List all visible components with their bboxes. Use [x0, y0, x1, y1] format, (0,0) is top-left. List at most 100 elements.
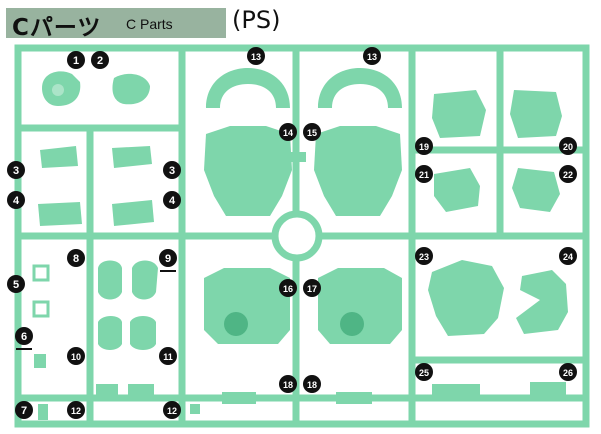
badge-number: 18 — [307, 380, 317, 390]
part-number-badge: 3 — [7, 161, 25, 179]
badge-circle — [415, 137, 433, 155]
part-number-badge: 23 — [415, 247, 433, 265]
part-number-badge: 10 — [67, 347, 85, 365]
badge-number: 12 — [167, 406, 177, 416]
part-number-badge: 7 — [15, 401, 33, 419]
runner-gate — [190, 404, 200, 414]
badge-number: 23 — [419, 252, 429, 262]
badge-circle — [163, 191, 181, 209]
part-number-badge: 12 — [163, 401, 181, 419]
part-19 — [432, 90, 486, 138]
part-number-badge: 15 — [303, 123, 321, 141]
title-banner — [6, 8, 226, 38]
part-number-badge: 18 — [279, 375, 297, 393]
part-25 — [432, 384, 480, 396]
part-number-badge: 18 — [303, 375, 321, 393]
badge-number: 13 — [251, 52, 261, 62]
badge-circle — [159, 249, 177, 267]
part-4 — [112, 200, 154, 226]
part-5 — [32, 300, 50, 318]
badge-number: 13 — [367, 52, 377, 62]
badge-circle — [163, 401, 181, 419]
part-number-badge: 19 — [415, 137, 433, 155]
badge-number: 22 — [563, 170, 573, 180]
badge-circle — [303, 123, 321, 141]
part-16-detail — [224, 312, 248, 336]
runner-gate — [288, 152, 306, 162]
badge-number: 25 — [419, 368, 429, 378]
badge-number: 26 — [563, 368, 573, 378]
part-15 — [314, 126, 402, 216]
part-1-hole — [52, 84, 64, 96]
part-number-badge: 4 — [163, 191, 181, 209]
badge-circle — [7, 161, 25, 179]
runner-tag: C — [421, 47, 429, 58]
badge-number: 8 — [73, 253, 79, 265]
part-26 — [530, 382, 566, 396]
part-number-badge: 22 — [559, 165, 577, 183]
badge-circle — [247, 47, 265, 65]
badge-number: 18 — [283, 380, 293, 390]
part-number-badge: 9 — [159, 249, 177, 272]
part-12 — [128, 384, 154, 396]
part-number-badge: 6 — [15, 327, 33, 350]
part-number-badge: 2 — [91, 51, 109, 69]
part-8 — [98, 260, 122, 300]
badge-number: 14 — [283, 128, 293, 138]
part-12 — [96, 384, 118, 396]
badge-circle — [303, 279, 321, 297]
badge-circle — [67, 347, 85, 365]
badge-circle — [91, 51, 109, 69]
part-17 — [318, 268, 402, 344]
part-4 — [38, 202, 82, 226]
badge-circle — [303, 375, 321, 393]
badge-number: 9 — [165, 253, 171, 265]
part-number-badge: 20 — [559, 137, 577, 155]
badge-circle — [7, 275, 25, 293]
badge-circle — [67, 401, 85, 419]
part-5 — [32, 264, 50, 282]
part-9 — [132, 260, 158, 300]
badge-number: 19 — [419, 142, 429, 152]
badge-circle — [559, 165, 577, 183]
badge-circle — [363, 47, 381, 65]
part-10 — [98, 316, 122, 350]
parts-subtitle: C Parts — [126, 16, 173, 32]
badge-circle — [7, 191, 25, 209]
part-number-badge: 25 — [415, 363, 433, 381]
badge-number: 24 — [563, 252, 573, 262]
badge-number: 16 — [283, 284, 293, 294]
part-number-badge: 26 — [559, 363, 577, 381]
part-7 — [38, 404, 48, 420]
badge-number: 3 — [169, 165, 175, 177]
part-24 — [516, 270, 568, 334]
badge-circle — [279, 375, 297, 393]
part-number-badge: 21 — [415, 165, 433, 183]
part-17-detail — [340, 312, 364, 336]
part-1 — [42, 71, 81, 106]
badge-number: 20 — [563, 142, 573, 152]
badge-circle — [159, 347, 177, 365]
badge-number: 5 — [13, 279, 19, 291]
badge-circle — [67, 249, 85, 267]
badge-number: 17 — [307, 284, 317, 294]
part-number-badge: 13 — [247, 47, 265, 65]
part-18 — [336, 392, 372, 404]
part-13 — [206, 68, 290, 108]
badge-number: 12 — [71, 406, 81, 416]
part-number-badge: 11 — [159, 347, 177, 365]
parts-title: Cパーツ — [12, 15, 102, 41]
badge-number: 1 — [73, 55, 79, 67]
badge-number: 6 — [21, 331, 27, 343]
part-23 — [428, 260, 504, 336]
badge-circle — [559, 137, 577, 155]
badge-circle — [15, 401, 33, 419]
runner-hub — [271, 210, 323, 262]
part-3 — [40, 146, 78, 168]
badge-number: 2 — [97, 55, 103, 67]
badge-number: 3 — [13, 165, 19, 177]
part-number-badge: 1 — [67, 51, 85, 69]
part-21 — [434, 168, 480, 212]
badge-circle — [15, 327, 33, 345]
badge-number: 7 — [21, 405, 27, 417]
